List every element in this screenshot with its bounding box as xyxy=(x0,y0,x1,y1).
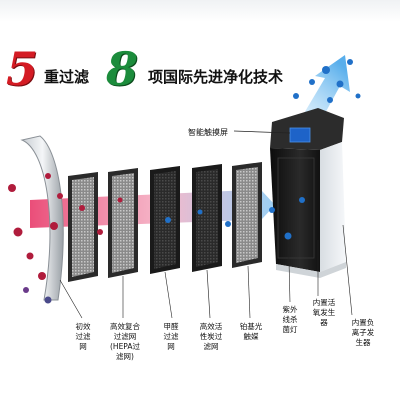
purifier-machine xyxy=(270,108,346,278)
filter-label-formaldehyde: 甲醛 过滤 网 xyxy=(163,322,179,351)
filter-label-hepa: 高效复合 过滤网 (HEPA过 滤网) xyxy=(110,322,140,361)
airflow-out-arrow xyxy=(300,55,350,126)
filter-hepa xyxy=(68,172,98,282)
machine-label-anion: 内置负 离子发 生器 xyxy=(351,318,375,347)
filter-label-carbon: 高效活 性炭过 滤网 xyxy=(199,322,223,351)
machine-label-oxygen: 内置活 氧发生 器 xyxy=(312,298,336,327)
filter-label-primary: 初效 过滤 网 xyxy=(75,322,91,351)
headline-technologies: 项国际先进净化技术 xyxy=(148,68,284,86)
filter-photocatalyst xyxy=(232,162,262,268)
number-five: 5 xyxy=(6,42,39,96)
pre-filter-sheet xyxy=(20,135,64,301)
filter-carbon xyxy=(192,164,222,272)
machine-label-uv-lamp: 紫外 线杀 菌灯 xyxy=(282,305,298,334)
touch-screen xyxy=(289,127,311,143)
filter-composite xyxy=(108,168,138,278)
clean-particles xyxy=(165,59,361,240)
top-gradient-bar xyxy=(0,0,400,22)
number-eight: 8 xyxy=(106,42,139,96)
headline-filtration: 重过滤 xyxy=(44,68,90,86)
touch-screen-label: 智能触摸屏 xyxy=(188,128,228,137)
dirty-particles xyxy=(8,173,123,304)
filter-label-photocatalyst: 铂基光 触媒 xyxy=(239,322,263,341)
